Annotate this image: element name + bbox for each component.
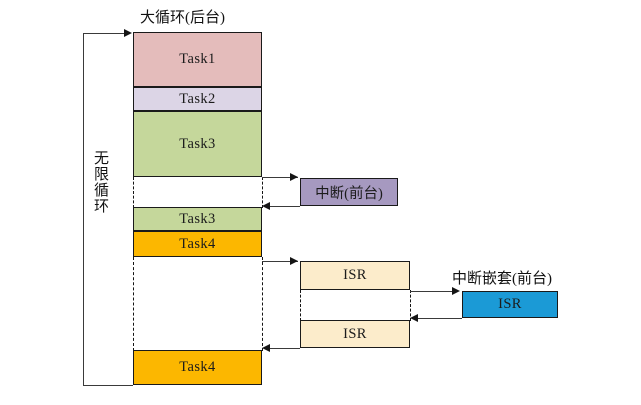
isr-return-arrow-icon xyxy=(262,343,270,352)
nested-isr-return-line xyxy=(414,318,462,319)
infinite-loop-label: 无限循环 xyxy=(92,150,108,214)
interrupt-block: 中断(前台) xyxy=(300,178,398,206)
main-loop-title: 大循环(后台) xyxy=(140,10,225,26)
loop-left-line xyxy=(83,33,84,385)
nested-isr-return-arrow-icon xyxy=(410,313,418,322)
dashed-guide-right-upper xyxy=(262,177,263,208)
nested-isr-enter-arrow-icon xyxy=(452,286,460,295)
isr-return-line xyxy=(266,348,300,349)
task-block-task2: Task2 xyxy=(133,87,262,111)
task-block-task3-second: Task3 xyxy=(133,207,262,231)
task-block-task1: Task1 xyxy=(133,32,262,87)
dashed-guide-left-lower xyxy=(133,257,134,351)
isr-block-upper: ISR xyxy=(300,261,410,290)
interrupt-enter-arrow-icon xyxy=(290,172,298,181)
loop-arrow-head-icon xyxy=(124,28,132,37)
task-block-task4-second: Task4 xyxy=(133,350,262,385)
loop-top-line xyxy=(83,33,128,34)
dashed-guide-left-upper xyxy=(133,177,134,208)
isr-enter-arrow-icon xyxy=(290,256,298,265)
nested-interrupt-label: 中断嵌套(前台) xyxy=(452,271,552,287)
loop-bottom-line xyxy=(83,385,133,386)
isr-block-lower: ISR xyxy=(300,320,410,348)
task-block-task3-first: Task3 xyxy=(133,111,262,177)
dashed-guide-isr-right xyxy=(410,290,411,321)
isr-enter-line xyxy=(262,261,298,262)
interrupt-return-arrow-icon xyxy=(262,201,270,210)
isr-block-nested: ISR xyxy=(462,291,558,318)
interrupt-return-line xyxy=(266,206,300,207)
dashed-guide-right-lower xyxy=(262,257,263,351)
dashed-guide-isr-left xyxy=(300,290,301,321)
interrupt-enter-line xyxy=(262,177,298,178)
task-block-task4-first: Task4 xyxy=(133,231,262,257)
nested-isr-enter-line xyxy=(410,291,456,292)
